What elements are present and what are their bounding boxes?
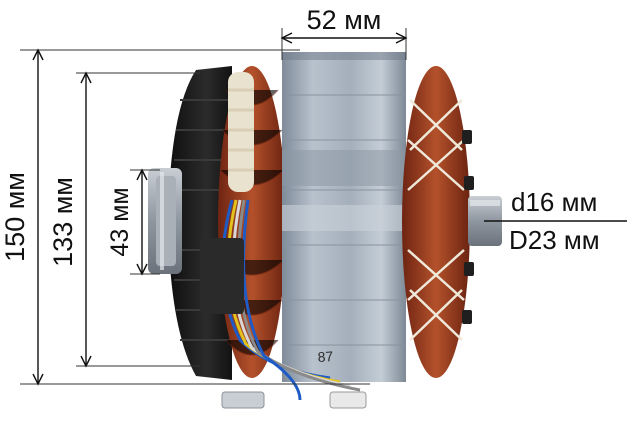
label-52: 52 мм: [307, 5, 382, 35]
label-150: 150 мм: [0, 172, 30, 262]
label-d16: d16 мм: [511, 187, 597, 217]
dimension-52: 52 мм: [280, 5, 408, 60]
label-D23: D23 мм: [509, 225, 600, 255]
dimension-150: 150 мм: [0, 48, 370, 386]
dimension-shaft: d16 мм D23 мм: [484, 187, 627, 255]
connector-terminals: [221, 391, 367, 409]
right-copper-winding: [402, 66, 474, 378]
dimension-133: 133 мм: [48, 71, 200, 368]
rear-bearing-hub: [148, 168, 182, 274]
label-43: 43 мм: [106, 187, 134, 256]
stator-core: 87: [282, 52, 406, 382]
dimension-43: 43 мм: [106, 168, 160, 276]
wire-clamp: [200, 238, 244, 314]
label-133: 133 мм: [48, 177, 78, 267]
svg-text:87: 87: [317, 348, 334, 365]
